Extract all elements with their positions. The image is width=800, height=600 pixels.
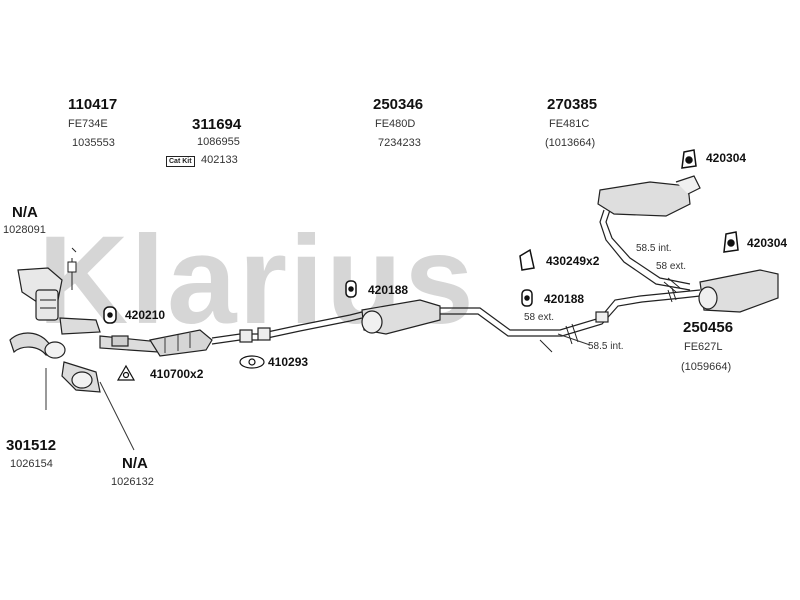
fitting-label-420188a: 420188	[368, 283, 409, 297]
gasket-icon-410700	[116, 364, 136, 381]
catalytic-converter	[149, 329, 213, 357]
hanger-icon-420304a	[681, 149, 697, 169]
part-number-110417: 110417	[68, 96, 118, 113]
annotation-58-5-int-lower: 58.5 int.	[588, 341, 624, 352]
part-ref-250456: (1059664)	[681, 361, 732, 373]
part-ref-250346: 7234233	[378, 137, 421, 149]
rear-pipe	[440, 289, 701, 353]
part-number-311694: 311694	[192, 116, 242, 133]
fitting-label-420188b: 420188	[544, 292, 585, 306]
rubber-icon-420188b	[521, 289, 533, 307]
rubber-icon-420188a	[345, 280, 357, 298]
exhaust-manifold	[17, 267, 63, 321]
hanger-icon-420304b	[723, 231, 739, 253]
part-number-na-top: N/A	[12, 204, 38, 221]
fitting-label-420304a: 420304	[706, 151, 747, 165]
fitting-label-410293: 410293	[268, 355, 309, 369]
joint-marks	[565, 287, 677, 345]
tail-pipe-section	[599, 209, 691, 293]
part-number-270385: 270385	[547, 96, 598, 113]
part-code-250456: FE627L	[684, 341, 723, 353]
part-ref-110417: 1035553	[72, 137, 115, 149]
front-pipe-assembly	[9, 317, 161, 393]
intermediate-pipe	[211, 311, 363, 345]
part-ref-311694: 1086955	[197, 136, 240, 148]
part-code-270385: FE481C	[549, 118, 590, 130]
part-code-250346: FE480D	[375, 118, 416, 130]
part-number-301512: 301512	[6, 437, 57, 454]
part-number-na-bottom: N/A	[122, 455, 148, 472]
part-ref-301512: 1026154	[10, 458, 53, 470]
clamp-icon-430249	[519, 248, 535, 271]
rear-silencer-lower	[698, 269, 779, 313]
part-number-250456: 250456	[683, 319, 734, 336]
rubber-icon-420210	[103, 306, 117, 324]
part-ref-na-top: 1028091	[3, 224, 46, 236]
gasket-icon-410293	[239, 355, 265, 369]
rear-silencer-upper	[597, 175, 701, 217]
fitting-label-410700: 410700x2	[150, 367, 204, 381]
sensor-probe	[67, 247, 77, 290]
part-ref-270385: (1013664)	[545, 137, 596, 149]
part-number-250346: 250346	[373, 96, 424, 113]
part-code-110417: FE734E	[68, 118, 108, 130]
fitting-label-420304b: 420304	[747, 236, 788, 250]
cat-kit-ref: 402133	[201, 154, 238, 166]
fitting-label-430249: 430249x2	[546, 254, 600, 268]
center-silencer	[361, 299, 441, 335]
fitting-label-420210: 420210	[125, 308, 166, 322]
leader-lines	[45, 333, 591, 451]
annotation-58-ext-lower: 58 ext.	[524, 312, 555, 323]
cat-kit-badge: Cat Kit	[166, 156, 195, 167]
part-ref-na-bottom: 1026132	[111, 476, 154, 488]
annotation-58-ext-upper: 58 ext.	[656, 261, 687, 272]
annotation-58-5-int-upper: 58.5 int.	[636, 243, 672, 254]
